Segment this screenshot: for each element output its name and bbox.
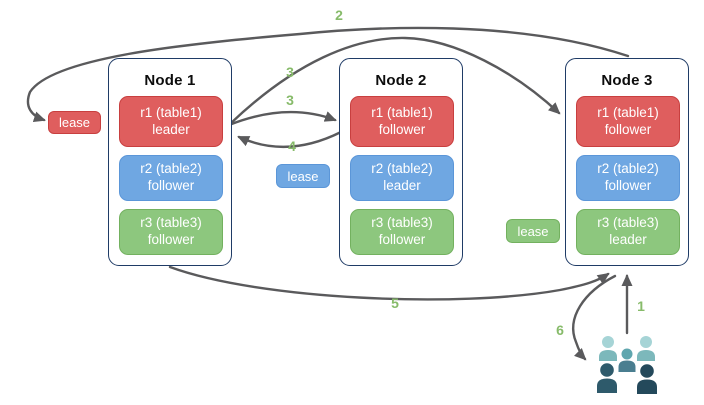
lease-tag-red: lease (48, 111, 101, 134)
step-label-4: 4 (288, 138, 296, 154)
step-label-5: 5 (391, 295, 399, 311)
replica-role: follower (378, 121, 426, 137)
arrow-step-6 (572, 274, 617, 361)
arrow-step-2 (26, 26, 630, 123)
users-icon (597, 336, 657, 394)
lease-tag-green: lease (506, 219, 560, 243)
arrow-step-3-to-node2 (227, 110, 337, 127)
replica-name: r3 (table3) (140, 215, 202, 231)
node-2-replica-r3: r3 (table3) follower (350, 209, 454, 255)
replica-role: leader (152, 121, 190, 137)
node-2: Node 2 r1 (table1) follower r2 (table2) … (339, 58, 463, 266)
replica-name: r2 (table2) (371, 161, 433, 177)
node-1-replica-r3: r3 (table3) follower (119, 209, 223, 255)
node-3-replica-r3: r3 (table3) leader (576, 209, 680, 255)
replica-role: leader (609, 232, 647, 247)
node-2-replica-r1: r1 (table1) follower (350, 96, 454, 147)
replica-role: follower (147, 178, 195, 193)
replica-name: r3 (table3) (597, 215, 659, 231)
replica-name: r1 (table1) (371, 104, 433, 120)
node-3-title: Node 3 (601, 72, 653, 89)
replica-name: r2 (table2) (597, 161, 659, 177)
replica-name: r1 (table1) (140, 104, 202, 120)
replica-role: follower (378, 232, 426, 247)
replica-role: leader (383, 178, 421, 193)
arrow-step-4 (237, 130, 343, 149)
step-label-3a: 3 (286, 64, 294, 80)
step-label-6: 6 (556, 322, 564, 338)
lease-tag-blue: lease (276, 164, 330, 188)
node-1-title: Node 1 (144, 72, 196, 89)
replica-role: follower (604, 121, 652, 137)
arrow-step-5 (168, 265, 610, 301)
step-label-1: 1 (637, 298, 645, 314)
arrow-step-3-to-node3 (228, 36, 561, 126)
node-1: Node 1 r1 (table1) leader r2 (table2) fo… (108, 58, 232, 266)
step-label-3b: 3 (286, 92, 294, 108)
node-3: Node 3 r1 (table1) follower r2 (table2) … (565, 58, 689, 266)
node-2-replica-r2: r2 (table2) leader (350, 155, 454, 201)
replica-name: r1 (table1) (597, 104, 659, 120)
node-2-title: Node 2 (375, 72, 427, 89)
node-1-replica-r1: r1 (table1) leader (119, 96, 223, 147)
replica-role: follower (604, 178, 652, 193)
replica-name: r2 (table2) (140, 161, 202, 177)
node-3-replica-r1: r1 (table1) follower (576, 96, 680, 147)
replica-role: follower (147, 232, 195, 247)
replica-name: r3 (table3) (371, 215, 433, 231)
step-label-2: 2 (335, 7, 343, 23)
node-3-replica-r2: r2 (table2) follower (576, 155, 680, 201)
node-1-replica-r2: r2 (table2) follower (119, 155, 223, 201)
